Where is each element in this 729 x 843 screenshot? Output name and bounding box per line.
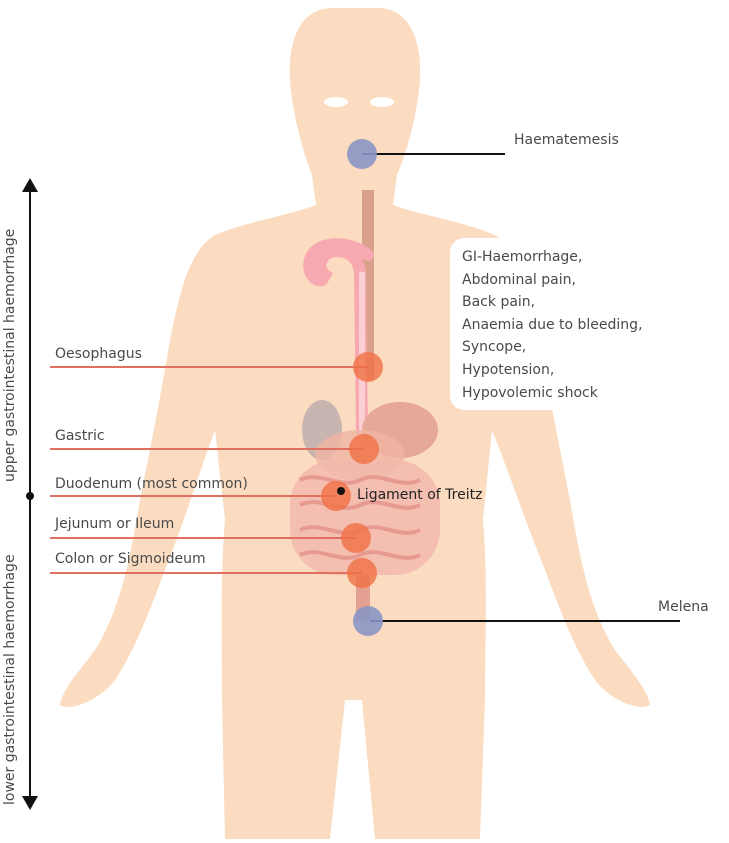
symptom-item: Hypotension, (462, 361, 555, 378)
duodenum-label: Duodenum (most common) (55, 476, 248, 492)
oesophagus-label: Oesophagus (55, 346, 142, 362)
haematemesis-marker (347, 139, 377, 169)
hemorrhage-axis (22, 178, 38, 810)
symptom-item: Anaemia due to bleeding, (462, 316, 643, 333)
symptom-item: Syncope, (462, 339, 527, 356)
gastric-marker (349, 434, 379, 464)
colon-label: Colon or Sigmoideum (55, 551, 206, 567)
symptom-box (450, 238, 660, 410)
symptom-item: Hypovolemic shock (462, 384, 598, 401)
symptom-item: GI-Haemorrhage, (462, 249, 583, 265)
jejunum-marker (341, 523, 371, 553)
right-eye-icon (370, 97, 394, 107)
haematemesis-label: Haematemesis (514, 132, 619, 148)
left-eye-icon (324, 97, 348, 107)
melena-marker (353, 606, 383, 636)
symptom-list: GI-Haemorrhage, Abdominal pain, Back pai… (462, 246, 643, 404)
oesophagus-marker (353, 352, 383, 382)
symptom-item: Back pain, (462, 294, 536, 311)
lower-gi-label: lower gastrointestinal haemorrhage (2, 554, 18, 805)
ligament-label: Ligament of Treitz (357, 487, 483, 503)
gastric-label: Gastric (55, 428, 105, 444)
upper-gi-label: upper gastrointestinal haemorrhage (2, 228, 18, 482)
melena-label: Melena (658, 599, 709, 615)
colon-marker (347, 558, 377, 588)
jejunum-label: Jejunum or Ileum (55, 516, 175, 532)
duodenum-marker (321, 481, 351, 511)
stomach-hook (303, 238, 374, 446)
ligament-dot (337, 487, 345, 495)
body-silhouette (60, 8, 650, 839)
symptom-item: Abdominal pain, (462, 271, 576, 288)
